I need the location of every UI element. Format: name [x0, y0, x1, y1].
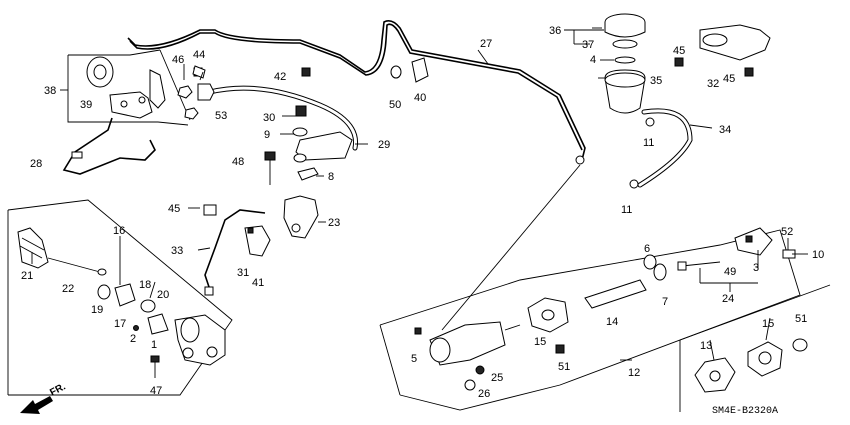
- callout: 17: [114, 318, 126, 330]
- callout: 4: [590, 54, 596, 66]
- callout: 19: [91, 304, 103, 316]
- slave-cylinder-box: [7, 199, 233, 396]
- callout: 38: [44, 85, 56, 97]
- front-direction-label: FR.: [48, 381, 68, 398]
- callout: 46: [172, 54, 184, 66]
- callout: 23: [328, 217, 340, 229]
- callout: 53: [215, 110, 227, 122]
- callout: 31: [237, 267, 249, 279]
- callout: 21: [21, 270, 33, 282]
- callout: 28: [30, 158, 42, 170]
- reservoir-assembly: [592, 13, 646, 114]
- callout: 40: [414, 92, 426, 104]
- gasket-box: [679, 284, 831, 412]
- callout: 26: [478, 388, 490, 400]
- callout: 3: [753, 262, 759, 274]
- callout: 5: [411, 353, 417, 365]
- diagram-code: SM4E-B2320A: [712, 406, 778, 417]
- callout: 16: [113, 225, 125, 237]
- callout: 22: [62, 283, 74, 295]
- callout: 29: [378, 139, 390, 151]
- callout: 13: [700, 340, 712, 352]
- callout: 45: [673, 45, 685, 57]
- callout: 1: [151, 339, 157, 351]
- callout: 25: [491, 372, 503, 384]
- callout: 37: [582, 39, 594, 51]
- callout: 49: [724, 266, 736, 278]
- callout: 6: [644, 243, 650, 255]
- callout: 2: [130, 333, 136, 345]
- callout: 14: [606, 316, 618, 328]
- callout: 7: [662, 296, 668, 308]
- callout: 32: [707, 78, 719, 90]
- callout: 8: [328, 171, 334, 183]
- callouts: 1 2 3 4 5 6 7 8 9 10 11 11 12 13 14 15 1…: [21, 25, 824, 400]
- callout: 51: [795, 313, 807, 325]
- callout: 12: [628, 367, 640, 379]
- leader-lines: [31, 29, 808, 361]
- callout: 50: [389, 99, 401, 111]
- clutch-pipe-28: [62, 117, 156, 175]
- reservoir-hose-34: [629, 108, 693, 189]
- callout: 47: [150, 385, 162, 397]
- callout: 34: [719, 124, 731, 136]
- callout: 48: [232, 156, 244, 168]
- reservoir-bracket-32: [674, 24, 771, 77]
- callout: 41: [252, 277, 264, 289]
- clutch-pipe-33: [203, 204, 271, 296]
- clutch-pipe: [127, 20, 586, 165]
- callout: 44: [193, 49, 205, 61]
- callout: 15: [534, 336, 546, 348]
- callout: 20: [157, 289, 169, 301]
- callout: 9: [264, 129, 270, 141]
- bracket-23: [264, 151, 319, 239]
- callout: 18: [139, 279, 151, 291]
- callout: 45: [168, 203, 180, 215]
- callout: 51: [558, 361, 570, 373]
- callout: 11: [621, 204, 632, 216]
- callout: 39: [80, 99, 92, 111]
- callout: 52: [781, 226, 793, 238]
- clutch-hose-29: [192, 65, 359, 181]
- callout: 11: [643, 137, 654, 149]
- callout: 45: [723, 73, 735, 85]
- front-direction-arrow: FR.: [20, 381, 68, 414]
- callout: 42: [274, 71, 286, 83]
- callout: 24: [722, 293, 734, 305]
- callout: 15: [762, 318, 774, 330]
- callout: 10: [812, 249, 824, 261]
- callout: 30: [263, 112, 275, 124]
- callout: 36: [549, 25, 561, 37]
- callout: 27: [480, 38, 492, 50]
- master-cylinder-box: [379, 164, 801, 411]
- clip-40: [301, 57, 429, 83]
- callout: 33: [171, 245, 183, 257]
- callout: 35: [650, 75, 662, 87]
